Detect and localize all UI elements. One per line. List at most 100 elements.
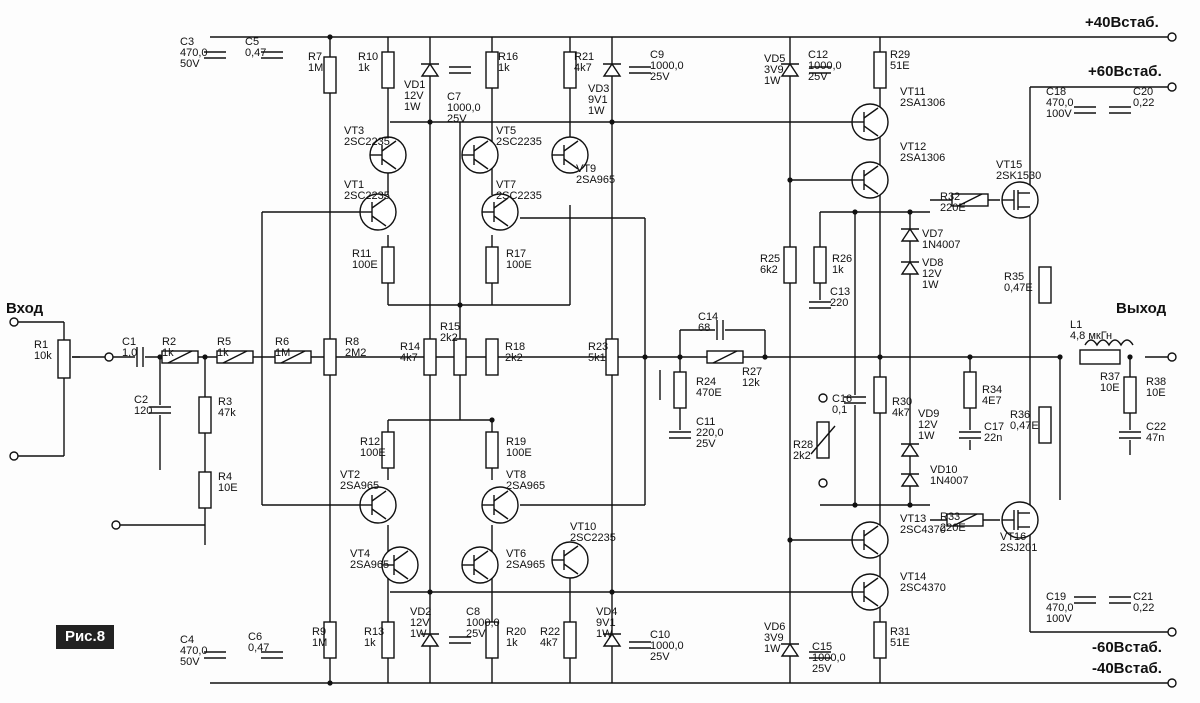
vd5-symbol xyxy=(780,62,800,77)
r12-label-line: 100E xyxy=(360,447,386,459)
r22-symbol xyxy=(563,621,577,659)
r4-label-line: R4 xyxy=(218,471,232,483)
rail-label-pos60: +60Встаб. xyxy=(1088,63,1162,80)
input-terminal-ground[interactable] xyxy=(9,451,19,461)
r1-label-line: 10k xyxy=(34,350,52,362)
c3-label-line: C3 xyxy=(180,36,194,48)
r6-label-line: R6 xyxy=(275,336,289,348)
r8-label-line: R8 xyxy=(345,336,359,348)
input-terminal-signal[interactable] xyxy=(9,317,19,327)
vt6-symbol xyxy=(461,546,499,584)
c3-label-line: 470,0 xyxy=(180,47,208,59)
r11-label-line: 100E xyxy=(352,259,378,271)
vt10-label-line: VT10 xyxy=(570,521,596,533)
rail-label-pos40: +40Встаб. xyxy=(1085,14,1159,31)
terminal-pos60[interactable] xyxy=(1167,82,1177,92)
vd8-label-line: VD8 xyxy=(922,257,943,269)
terminal-pos40[interactable] xyxy=(1167,32,1177,42)
input-return-terminal[interactable] xyxy=(111,520,121,530)
c9-symbol xyxy=(629,65,651,75)
r32-label-line: R32 xyxy=(940,191,960,203)
c18-label-line: C18 xyxy=(1046,86,1066,98)
vt9-label-line: 2SA965 xyxy=(576,174,615,186)
r29-label-line: 51E xyxy=(890,60,910,72)
vd8-symbol xyxy=(900,260,920,275)
vt2-label-line: VT2 xyxy=(340,469,360,481)
input-node-terminal[interactable] xyxy=(104,352,114,362)
r31-symbol xyxy=(873,621,887,659)
vd2-label-line: 12V xyxy=(410,617,430,629)
vt9-label-line: VT9 xyxy=(576,163,596,175)
c9-label-line: 25V xyxy=(650,71,670,83)
r23-label-line: R23 xyxy=(588,341,608,353)
c10-label-line: C10 xyxy=(650,629,670,641)
vt3-label-line: VT3 xyxy=(344,125,364,137)
vt7-symbol xyxy=(481,193,519,231)
r16-label-line: 1k xyxy=(498,62,510,74)
vd4-label-line: 1W xyxy=(596,628,613,640)
output-terminal[interactable] xyxy=(1167,352,1177,362)
vt4-symbol xyxy=(381,546,419,584)
r27-label-line: R27 xyxy=(742,366,762,378)
c19-label-line: 470,0 xyxy=(1046,602,1074,614)
r4-label-line: 10E xyxy=(218,482,238,494)
r14-symbol xyxy=(423,338,437,376)
vd7-symbol xyxy=(900,227,920,242)
bias-trim-terminal-top[interactable] xyxy=(818,393,828,403)
r29-label-line: R29 xyxy=(890,49,910,61)
r20-symbol xyxy=(485,621,499,659)
bias-trim-terminal-bottom[interactable] xyxy=(818,478,828,488)
c20-label-line: 0,22 xyxy=(1133,97,1154,109)
r28-label-line: R28 xyxy=(793,439,813,451)
c12-symbol xyxy=(809,65,831,75)
r38-label-line: 10E xyxy=(1146,387,1166,399)
r15-label-line: R15 xyxy=(440,321,460,333)
c16-label-line: C16 xyxy=(832,393,852,405)
r8-symbol xyxy=(323,338,337,376)
r36-label-line: 0,47E xyxy=(1010,420,1039,432)
terminal-neg40[interactable] xyxy=(1167,678,1177,688)
r7-symbol xyxy=(323,56,337,94)
r25-symbol xyxy=(783,246,797,284)
r22-label-line: R22 xyxy=(540,626,560,638)
r10-label-line: 1k xyxy=(358,62,370,74)
r28-symbol xyxy=(810,421,836,459)
r36-symbol xyxy=(1038,406,1052,444)
vd10-label-line: 1N4007 xyxy=(930,475,969,487)
c9-label-line: C9 xyxy=(650,49,664,61)
r23-symbol xyxy=(605,338,619,376)
vt14-label-line: 2SC4370 xyxy=(900,582,946,594)
c4-label-line: 50V xyxy=(180,656,200,668)
c4-label-line: 470,0 xyxy=(180,645,208,657)
r16-symbol xyxy=(485,51,499,89)
figure-label: Рис.8 xyxy=(56,625,114,649)
r36-label-line: R36 xyxy=(1010,409,1030,421)
terminal-neg60[interactable] xyxy=(1167,627,1177,637)
c22-symbol xyxy=(1119,430,1141,440)
c19-label-line: 100V xyxy=(1046,613,1072,625)
r2-symbol xyxy=(161,350,199,364)
r4-symbol xyxy=(198,471,212,509)
